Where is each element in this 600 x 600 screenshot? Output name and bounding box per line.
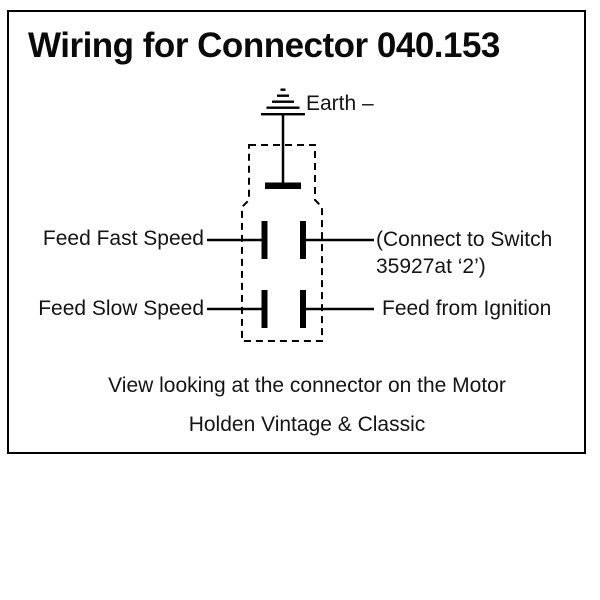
pin-top-right: [300, 221, 306, 259]
pin-bottom-right: [300, 290, 306, 328]
pin-top-left: [261, 221, 268, 259]
connect-to-switch-label: (Connect to Switch 35927at ‘2’): [376, 228, 553, 278]
page-title: Wiring for Connector 040.153: [28, 26, 500, 65]
view-caption: View looking at the connector on the Mot…: [108, 374, 506, 397]
pin-bottom-left: [261, 290, 268, 328]
feed-fast-speed-label: Feed Fast Speed: [42, 227, 204, 250]
earth-terminal-pin: [265, 182, 301, 189]
connector-outline: [241, 144, 323, 342]
earth-label: Earth –: [306, 92, 374, 115]
brand-caption: Holden Vintage & Classic: [188, 413, 426, 436]
feed-slow-speed-label: Feed Slow Speed: [38, 297, 204, 320]
earth-ground-icon: [261, 88, 305, 116]
diagram-border-frame: [7, 10, 586, 454]
feed-from-ignition-label: Feed from Ignition: [382, 297, 552, 320]
